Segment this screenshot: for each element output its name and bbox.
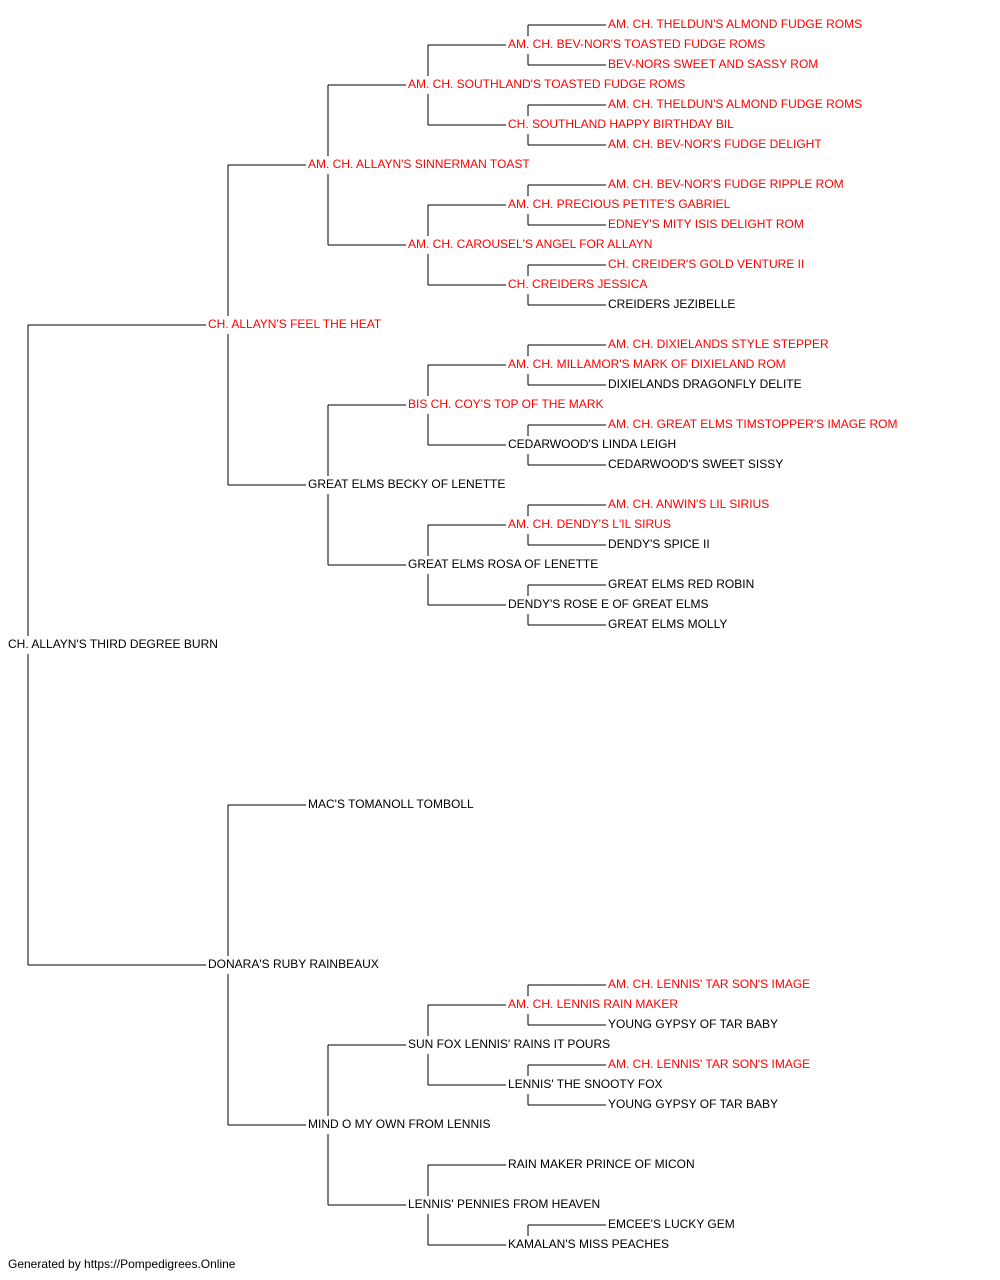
- dog-name-pedigree.dam: DONARA'S RUBY RAINBEAUX: [208, 957, 379, 971]
- dog-name-pedigree.sire.dam.dam: GREAT ELMS ROSA OF LENETTE: [408, 557, 598, 571]
- dog-name-pedigree.sire.dam.dam.dam.dam: GREAT ELMS MOLLY: [608, 617, 727, 631]
- dog-name-pedigree.sire.dam.sire.sire.dam: DIXIELANDS DRAGONFLY DELITE: [608, 377, 802, 391]
- dog-name-pedigree.sire.sire.dam.dam.dam: CREIDERS JEZIBELLE: [608, 297, 735, 311]
- dog-name-pedigree.dam.dam.dam: LENNIS' PENNIES FROM HEAVEN: [408, 1197, 600, 1211]
- dog-name-pedigree.sire.sire.dam: AM. CH. CAROUSEL'S ANGEL FOR ALLAYN: [408, 237, 652, 251]
- dog-name-pedigree.sire.sire: AM. CH. ALLAYN'S SINNERMAN TOAST: [308, 157, 530, 171]
- dog-name-pedigree.sire.dam.dam.sire: AM. CH. DENDY'S L'IL SIRUS: [508, 517, 671, 531]
- dog-name-pedigree.sire.sire.sire.sire.sire: AM. CH. THELDUN'S ALMOND FUDGE ROMS: [608, 17, 862, 31]
- dog-name-pedigree.sire.dam.sire.sire: AM. CH. MILLAMOR'S MARK OF DIXIELAND ROM: [508, 357, 786, 371]
- dog-name-pedigree.dam.dam.sire.dam.sire: AM. CH. LENNIS' TAR SON'S IMAGE: [608, 1057, 810, 1071]
- dog-name-pedigree.dam.dam: MIND O MY OWN FROM LENNIS: [308, 1117, 490, 1131]
- dog-name-pedigree.sire.dam: GREAT ELMS BECKY OF LENETTE: [308, 477, 505, 491]
- dog-name-pedigree.sire.dam.sire: BIS CH. COY'S TOP OF THE MARK: [408, 397, 603, 411]
- dog-name-pedigree.sire.dam.dam.sire.sire: AM. CH. ANWIN'S LIL SIRIUS: [608, 497, 769, 511]
- dog-name-pedigree.dam.sire: MAC'S TOMANOLL TOMBOLL: [308, 797, 474, 811]
- dog-name-pedigree.dam.dam.dam.dam.sire: EMCEE'S LUCKY GEM: [608, 1217, 735, 1231]
- dog-name-pedigree.sire.dam.sire.dam.dam: CEDARWOOD'S SWEET SISSY: [608, 457, 783, 471]
- dog-name-pedigree.subject: CH. ALLAYN'S THIRD DEGREE BURN: [8, 637, 218, 651]
- dog-name-pedigree.dam.dam.sire: SUN FOX LENNIS' RAINS IT POURS: [408, 1037, 610, 1051]
- dog-name-pedigree.sire.dam.dam.dam: DENDY'S ROSE E OF GREAT ELMS: [508, 597, 709, 611]
- dog-name-pedigree.dam.dam.dam.dam: KAMALAN'S MISS PEACHES: [508, 1237, 669, 1251]
- dog-name-pedigree.sire.sire.dam.sire.sire: AM. CH. BEV-NOR'S FUDGE RIPPLE ROM: [608, 177, 844, 191]
- dog-name-pedigree.sire.sire.dam.sire: AM. CH. PRECIOUS PETITE'S GABRIEL: [508, 197, 731, 211]
- dog-name-pedigree.sire.sire.sire.sire: AM. CH. BEV-NOR'S TOASTED FUDGE ROMS: [508, 37, 765, 51]
- dog-name-pedigree.sire.dam.sire.dam: CEDARWOOD'S LINDA LEIGH: [508, 437, 676, 451]
- dog-name-pedigree.sire.sire.sire.dam.dam: AM. CH. BEV-NOR'S FUDGE DELIGHT: [608, 137, 822, 151]
- dog-name-pedigree.sire.dam.sire.dam.sire: AM. CH. GREAT ELMS TIMSTOPPER'S IMAGE RO…: [608, 417, 897, 431]
- dog-name-pedigree.sire.sire.sire.sire.dam: BEV-NORS SWEET AND SASSY ROM: [608, 57, 818, 71]
- dog-name-pedigree.dam.dam.sire.sire.sire: AM. CH. LENNIS' TAR SON'S IMAGE: [608, 977, 810, 991]
- dog-name-pedigree.dam.dam.sire.dam: LENNIS' THE SNOOTY FOX: [508, 1077, 663, 1091]
- dog-name-pedigree.dam.dam.sire.dam.dam: YOUNG GYPSY OF TAR BABY: [608, 1097, 778, 1111]
- dog-name-pedigree.dam.dam.dam.sire: RAIN MAKER PRINCE OF MICON: [508, 1157, 695, 1171]
- footer-credit: Generated by https://Pompedigrees.Online: [8, 1257, 236, 1271]
- dog-name-pedigree.sire.sire.dam.dam.sire: CH. CREIDER'S GOLD VENTURE II: [608, 257, 804, 271]
- dog-name-pedigree.sire.sire.sire.dam.sire: AM. CH. THELDUN'S ALMOND FUDGE ROMS: [608, 97, 862, 111]
- dog-name-pedigree.sire.dam.sire.sire.sire: AM. CH. DIXIELANDS STYLE STEPPER: [608, 337, 829, 351]
- dog-name-pedigree.sire.sire.sire: AM. CH. SOUTHLAND'S TOASTED FUDGE ROMS: [408, 77, 685, 91]
- dog-name-pedigree.sire.dam.dam.sire.dam: DENDY'S SPICE II: [608, 537, 710, 551]
- dog-name-pedigree.sire.sire.dam.sire.dam: EDNEY'S MITY ISIS DELIGHT ROM: [608, 217, 804, 231]
- dog-name-pedigree.dam.dam.sire.sire: AM. CH. LENNIS RAIN MAKER: [508, 997, 678, 1011]
- dog-name-pedigree.sire: CH. ALLAYN'S FEEL THE HEAT: [208, 317, 382, 331]
- dog-name-pedigree.sire.sire.dam.dam: CH. CREIDERS JESSICA: [508, 277, 647, 291]
- dog-name-pedigree.dam.dam.sire.sire.dam: YOUNG GYPSY OF TAR BABY: [608, 1017, 778, 1031]
- dog-name-pedigree.sire.sire.sire.dam: CH. SOUTHLAND HAPPY BIRTHDAY BIL: [508, 117, 734, 131]
- dog-name-pedigree.sire.dam.dam.dam.sire: GREAT ELMS RED ROBIN: [608, 577, 754, 591]
